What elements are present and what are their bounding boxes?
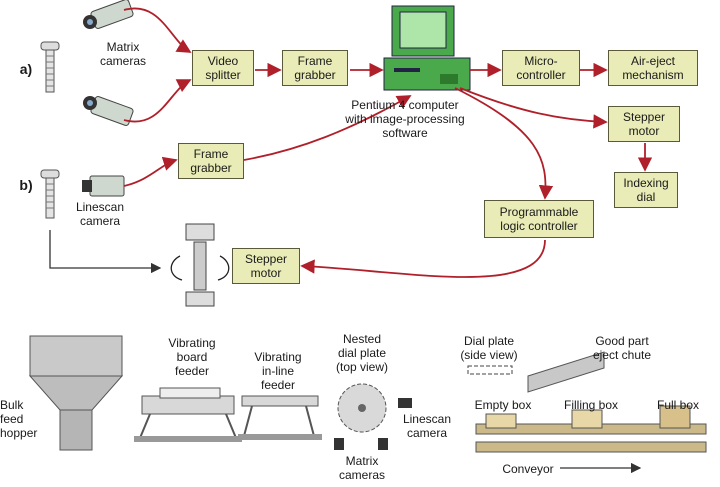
vibrating-board-feeder-label: Vibrating board feeder xyxy=(168,336,216,378)
indexing-dial-box: Indexing dial xyxy=(614,172,678,208)
good-part-eject-chute-label: Good part eject chute xyxy=(592,334,652,362)
full-box-label: Full box xyxy=(656,398,700,412)
matrix-camera-top-icon xyxy=(83,0,134,29)
dial-plate-side-label: Dial plate (side view) xyxy=(460,334,518,362)
stepper-motor-left-box: Stepper motor xyxy=(232,248,300,284)
filling-box-label: Filling box xyxy=(563,398,619,412)
bottom-matrix-cameras-label: Matrix cameras xyxy=(338,454,385,482)
vibrating-inline-feeder-label: Vibrating in-line feeder xyxy=(254,350,302,392)
dial-plate-side-icon xyxy=(467,351,605,393)
matrix-cameras-label: Matrix cameras xyxy=(99,40,146,68)
indexing-fixture-icon xyxy=(170,223,230,307)
nested-dial-plate-icon xyxy=(334,383,412,450)
nested-dial-plate-label: Nested dial plate (top view) xyxy=(335,332,388,374)
screw-icon-a xyxy=(40,41,60,93)
air-eject-box: Air-eject mechanism xyxy=(608,50,698,86)
vibrating-inline-feeder-icon xyxy=(238,395,322,440)
row-a-label: a) xyxy=(19,61,33,77)
empty-box-label: Empty box xyxy=(474,398,532,412)
stepper-motor-top-box: Stepper motor xyxy=(608,106,680,142)
microcontroller-box: Micro- controller xyxy=(502,50,580,86)
video-splitter-box: Video splitter xyxy=(192,50,254,86)
conveyor-icon xyxy=(475,405,707,474)
frame-grabber-a-box: Frame grabber xyxy=(282,50,348,86)
computer-label: Pentium 4 computer with image-processing… xyxy=(345,98,465,140)
bottom-linescan-camera-label: Linescan camera xyxy=(402,412,452,440)
screw-icon-b xyxy=(40,169,60,219)
conveyor-label: Conveyor xyxy=(502,462,554,476)
bulk-feed-hopper-icon xyxy=(28,335,124,451)
matrix-camera-bottom-icon xyxy=(83,96,134,126)
bulk-feed-hopper-label: Bulk feed hopper xyxy=(0,398,38,440)
linescan-camera-label: Linescan camera xyxy=(75,200,125,228)
frame-grabber-b-box: Frame grabber xyxy=(178,143,244,179)
linescan-camera-icon xyxy=(82,175,125,197)
computer-icon xyxy=(383,5,471,91)
row-b-label: b) xyxy=(19,177,33,193)
plc-box: Programmable logic controller xyxy=(484,200,594,238)
vibrating-board-feeder-icon xyxy=(134,387,242,442)
